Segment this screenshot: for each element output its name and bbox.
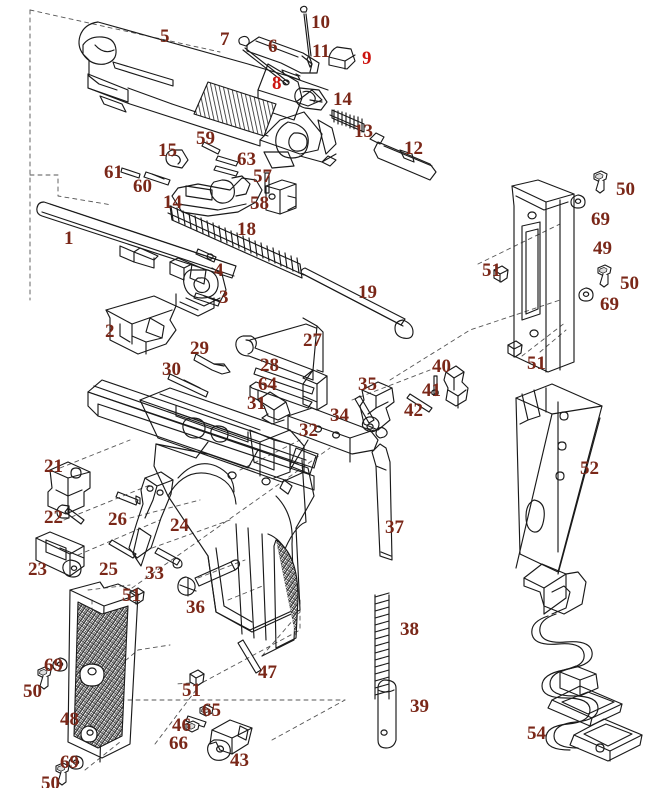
part-label-47: 47 <box>258 662 277 683</box>
part-label-50: 50 <box>41 773 60 788</box>
part-label-48: 48 <box>60 709 79 730</box>
part-label-63: 63 <box>237 149 256 170</box>
part-label-51: 51 <box>527 353 546 374</box>
part-label-65: 65 <box>202 700 221 721</box>
part-label-58: 58 <box>250 193 269 214</box>
part-label-40: 40 <box>432 356 451 377</box>
part-label-21: 21 <box>44 456 63 477</box>
part-label-50: 50 <box>620 273 639 294</box>
part-label-10: 10 <box>311 12 330 33</box>
part-label-54: 54 <box>527 723 546 744</box>
part-label-46: 46 <box>172 715 191 736</box>
part-label-3: 3 <box>219 287 229 308</box>
part-label-11: 11 <box>312 41 330 62</box>
part-label-6: 6 <box>268 36 278 57</box>
part-label-19: 19 <box>358 282 377 303</box>
part-label-27: 27 <box>303 330 322 351</box>
part-label-60: 60 <box>133 176 152 197</box>
part-label-43: 43 <box>230 750 249 771</box>
part-label-14: 14 <box>333 89 352 110</box>
part-label-2: 2 <box>105 321 115 342</box>
part-label-29: 29 <box>190 338 209 359</box>
part-label-50: 50 <box>23 681 42 702</box>
part-label-51: 51 <box>122 585 141 606</box>
part-label-36: 36 <box>186 597 205 618</box>
part-label-30: 30 <box>162 359 181 380</box>
part-label-57: 57 <box>253 166 272 187</box>
part-label-32: 32 <box>299 420 318 441</box>
part-label-4: 4 <box>214 260 224 281</box>
part-label-5: 5 <box>160 26 170 47</box>
part-label-34: 34 <box>330 405 349 426</box>
part-label-66: 66 <box>169 733 188 754</box>
part-label-25: 25 <box>99 559 118 580</box>
part-label-12: 12 <box>404 138 423 159</box>
part-label-24: 24 <box>170 515 189 536</box>
part-label-18: 18 <box>237 219 256 240</box>
part-label-33: 33 <box>145 563 164 584</box>
part-label-59: 59 <box>196 128 215 149</box>
part-label-31: 31 <box>247 393 266 414</box>
part-label-13: 13 <box>354 121 373 142</box>
part-label-61: 61 <box>104 162 123 183</box>
part-label-50: 50 <box>616 179 635 200</box>
part-label-49: 49 <box>593 238 612 259</box>
part-label-39: 39 <box>410 696 429 717</box>
part-label-52: 52 <box>580 458 599 479</box>
part-label-42: 42 <box>404 400 423 421</box>
part-label-28: 28 <box>260 355 279 376</box>
part-label-64: 64 <box>258 374 277 395</box>
part-label-26: 26 <box>108 509 127 530</box>
part-label-69: 69 <box>600 294 619 315</box>
part-label-69: 69 <box>44 655 63 676</box>
part-label-37: 37 <box>385 517 404 538</box>
part-label-22: 22 <box>44 507 63 528</box>
part-label-35: 35 <box>358 374 377 395</box>
part-label-23: 23 <box>28 559 47 580</box>
part-label-41: 41 <box>422 380 441 401</box>
part-label-14: 14 <box>163 192 182 213</box>
part-label-15: 15 <box>158 140 177 161</box>
part-label-38: 38 <box>400 619 419 640</box>
part-label-9: 9 <box>362 48 372 69</box>
part-label-8: 8 <box>272 73 282 94</box>
part-label-51: 51 <box>482 260 501 281</box>
part-label-7: 7 <box>220 29 230 50</box>
part-label-69: 69 <box>591 209 610 230</box>
part-label-1: 1 <box>64 228 74 249</box>
part-label-69: 69 <box>60 752 79 773</box>
part-label-51: 51 <box>182 680 201 701</box>
